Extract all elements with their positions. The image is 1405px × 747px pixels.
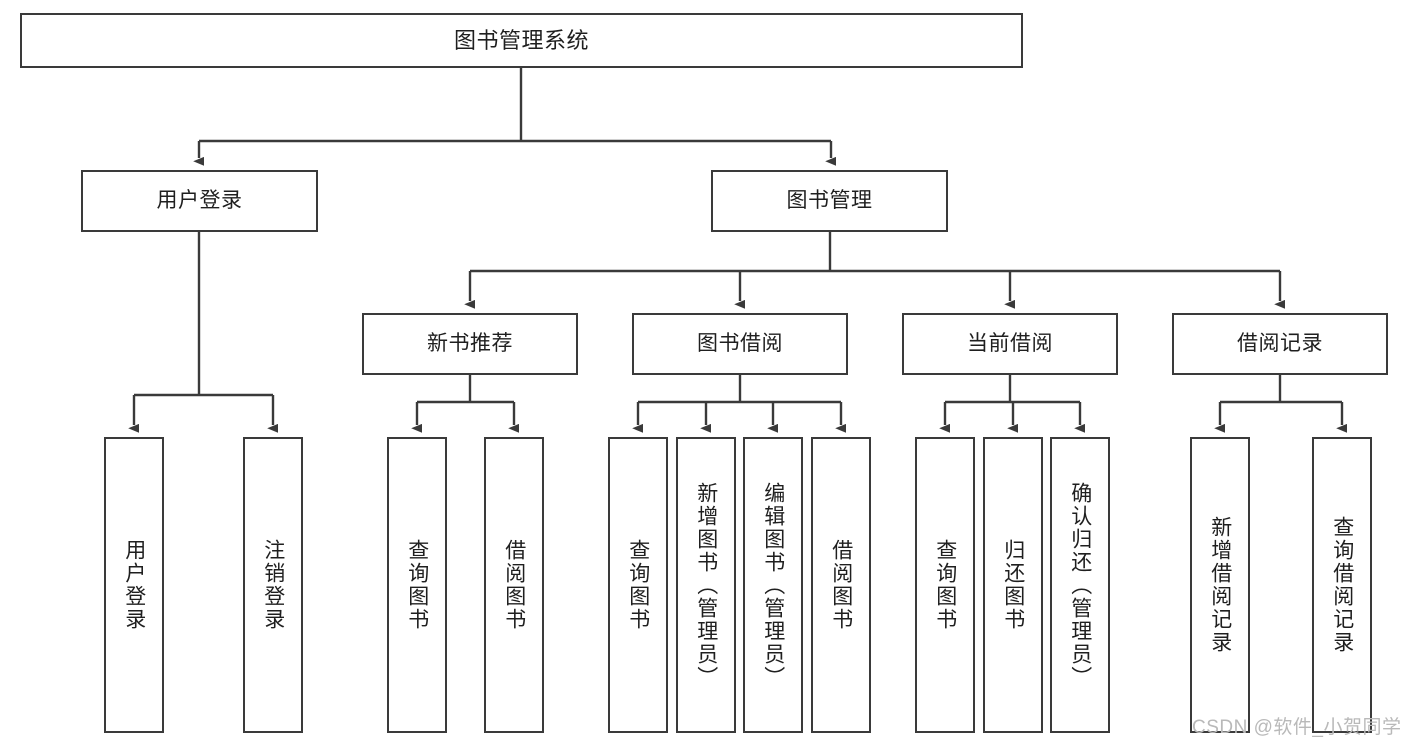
node-current-borrow[interactable]: 当前借阅 [902, 313, 1118, 375]
leaf-query-book-current-label: 查询图书 [933, 539, 957, 631]
leaf-add-book-admin[interactable]: 新增图书（管理员） [676, 437, 736, 733]
leaf-user-login-label: 用户登录 [122, 539, 146, 631]
leaf-query-borrow-record-label: 查询借阅记录 [1330, 516, 1354, 654]
leaf-logout[interactable]: 注销登录 [243, 437, 303, 733]
leaf-query-book-borrow-label: 查询图书 [626, 539, 650, 631]
node-new-book-recommend-label: 新书推荐 [427, 331, 513, 355]
node-book-borrow[interactable]: 图书借阅 [632, 313, 848, 375]
node-root-label: 图书管理系统 [453, 27, 589, 53]
leaf-query-book-borrow[interactable]: 查询图书 [608, 437, 668, 733]
leaf-query-borrow-record[interactable]: 查询借阅记录 [1312, 437, 1372, 733]
leaf-edit-book-admin-label: 编辑图书（管理员） [761, 481, 785, 689]
leaf-borrow-book-label: 借阅图书 [829, 539, 853, 631]
node-borrow-record[interactable]: 借阅记录 [1172, 313, 1388, 375]
leaf-confirm-return-admin[interactable]: 确认归还（管理员） [1050, 437, 1110, 733]
leaf-query-book-recommend-label: 查询图书 [405, 539, 429, 631]
leaf-borrow-book[interactable]: 借阅图书 [811, 437, 871, 733]
leaf-add-borrow-record[interactable]: 新增借阅记录 [1190, 437, 1250, 733]
node-book-manage[interactable]: 图书管理 [711, 170, 948, 232]
leaf-return-book-label: 归还图书 [1001, 539, 1025, 631]
leaf-query-book-current[interactable]: 查询图书 [915, 437, 975, 733]
leaf-edit-book-admin[interactable]: 编辑图书（管理员） [743, 437, 803, 733]
leaf-add-book-admin-label: 新增图书（管理员） [694, 481, 718, 689]
leaf-confirm-return-admin-label: 确认归还（管理员） [1068, 481, 1092, 689]
leaf-borrow-book-recommend-label: 借阅图书 [502, 539, 526, 631]
leaf-borrow-book-recommend[interactable]: 借阅图书 [484, 437, 544, 733]
node-new-book-recommend[interactable]: 新书推荐 [362, 313, 578, 375]
csdn-watermark: CSDN @软件_小贺同学 [1192, 717, 1402, 738]
node-book-manage-label: 图书管理 [786, 188, 873, 212]
leaf-logout-label: 注销登录 [261, 539, 285, 631]
leaf-add-borrow-record-label: 新增借阅记录 [1208, 516, 1232, 654]
node-borrow-record-label: 借阅记录 [1237, 331, 1323, 355]
leaf-user-login[interactable]: 用户登录 [104, 437, 164, 733]
leaf-query-book-recommend[interactable]: 查询图书 [387, 437, 447, 733]
node-book-borrow-label: 图书借阅 [697, 331, 783, 355]
node-root[interactable]: 图书管理系统 [20, 13, 1023, 68]
node-user-login-label: 用户登录 [156, 188, 243, 212]
node-user-login[interactable]: 用户登录 [81, 170, 318, 232]
leaf-return-book[interactable]: 归还图书 [983, 437, 1043, 733]
node-current-borrow-label: 当前借阅 [967, 331, 1053, 355]
